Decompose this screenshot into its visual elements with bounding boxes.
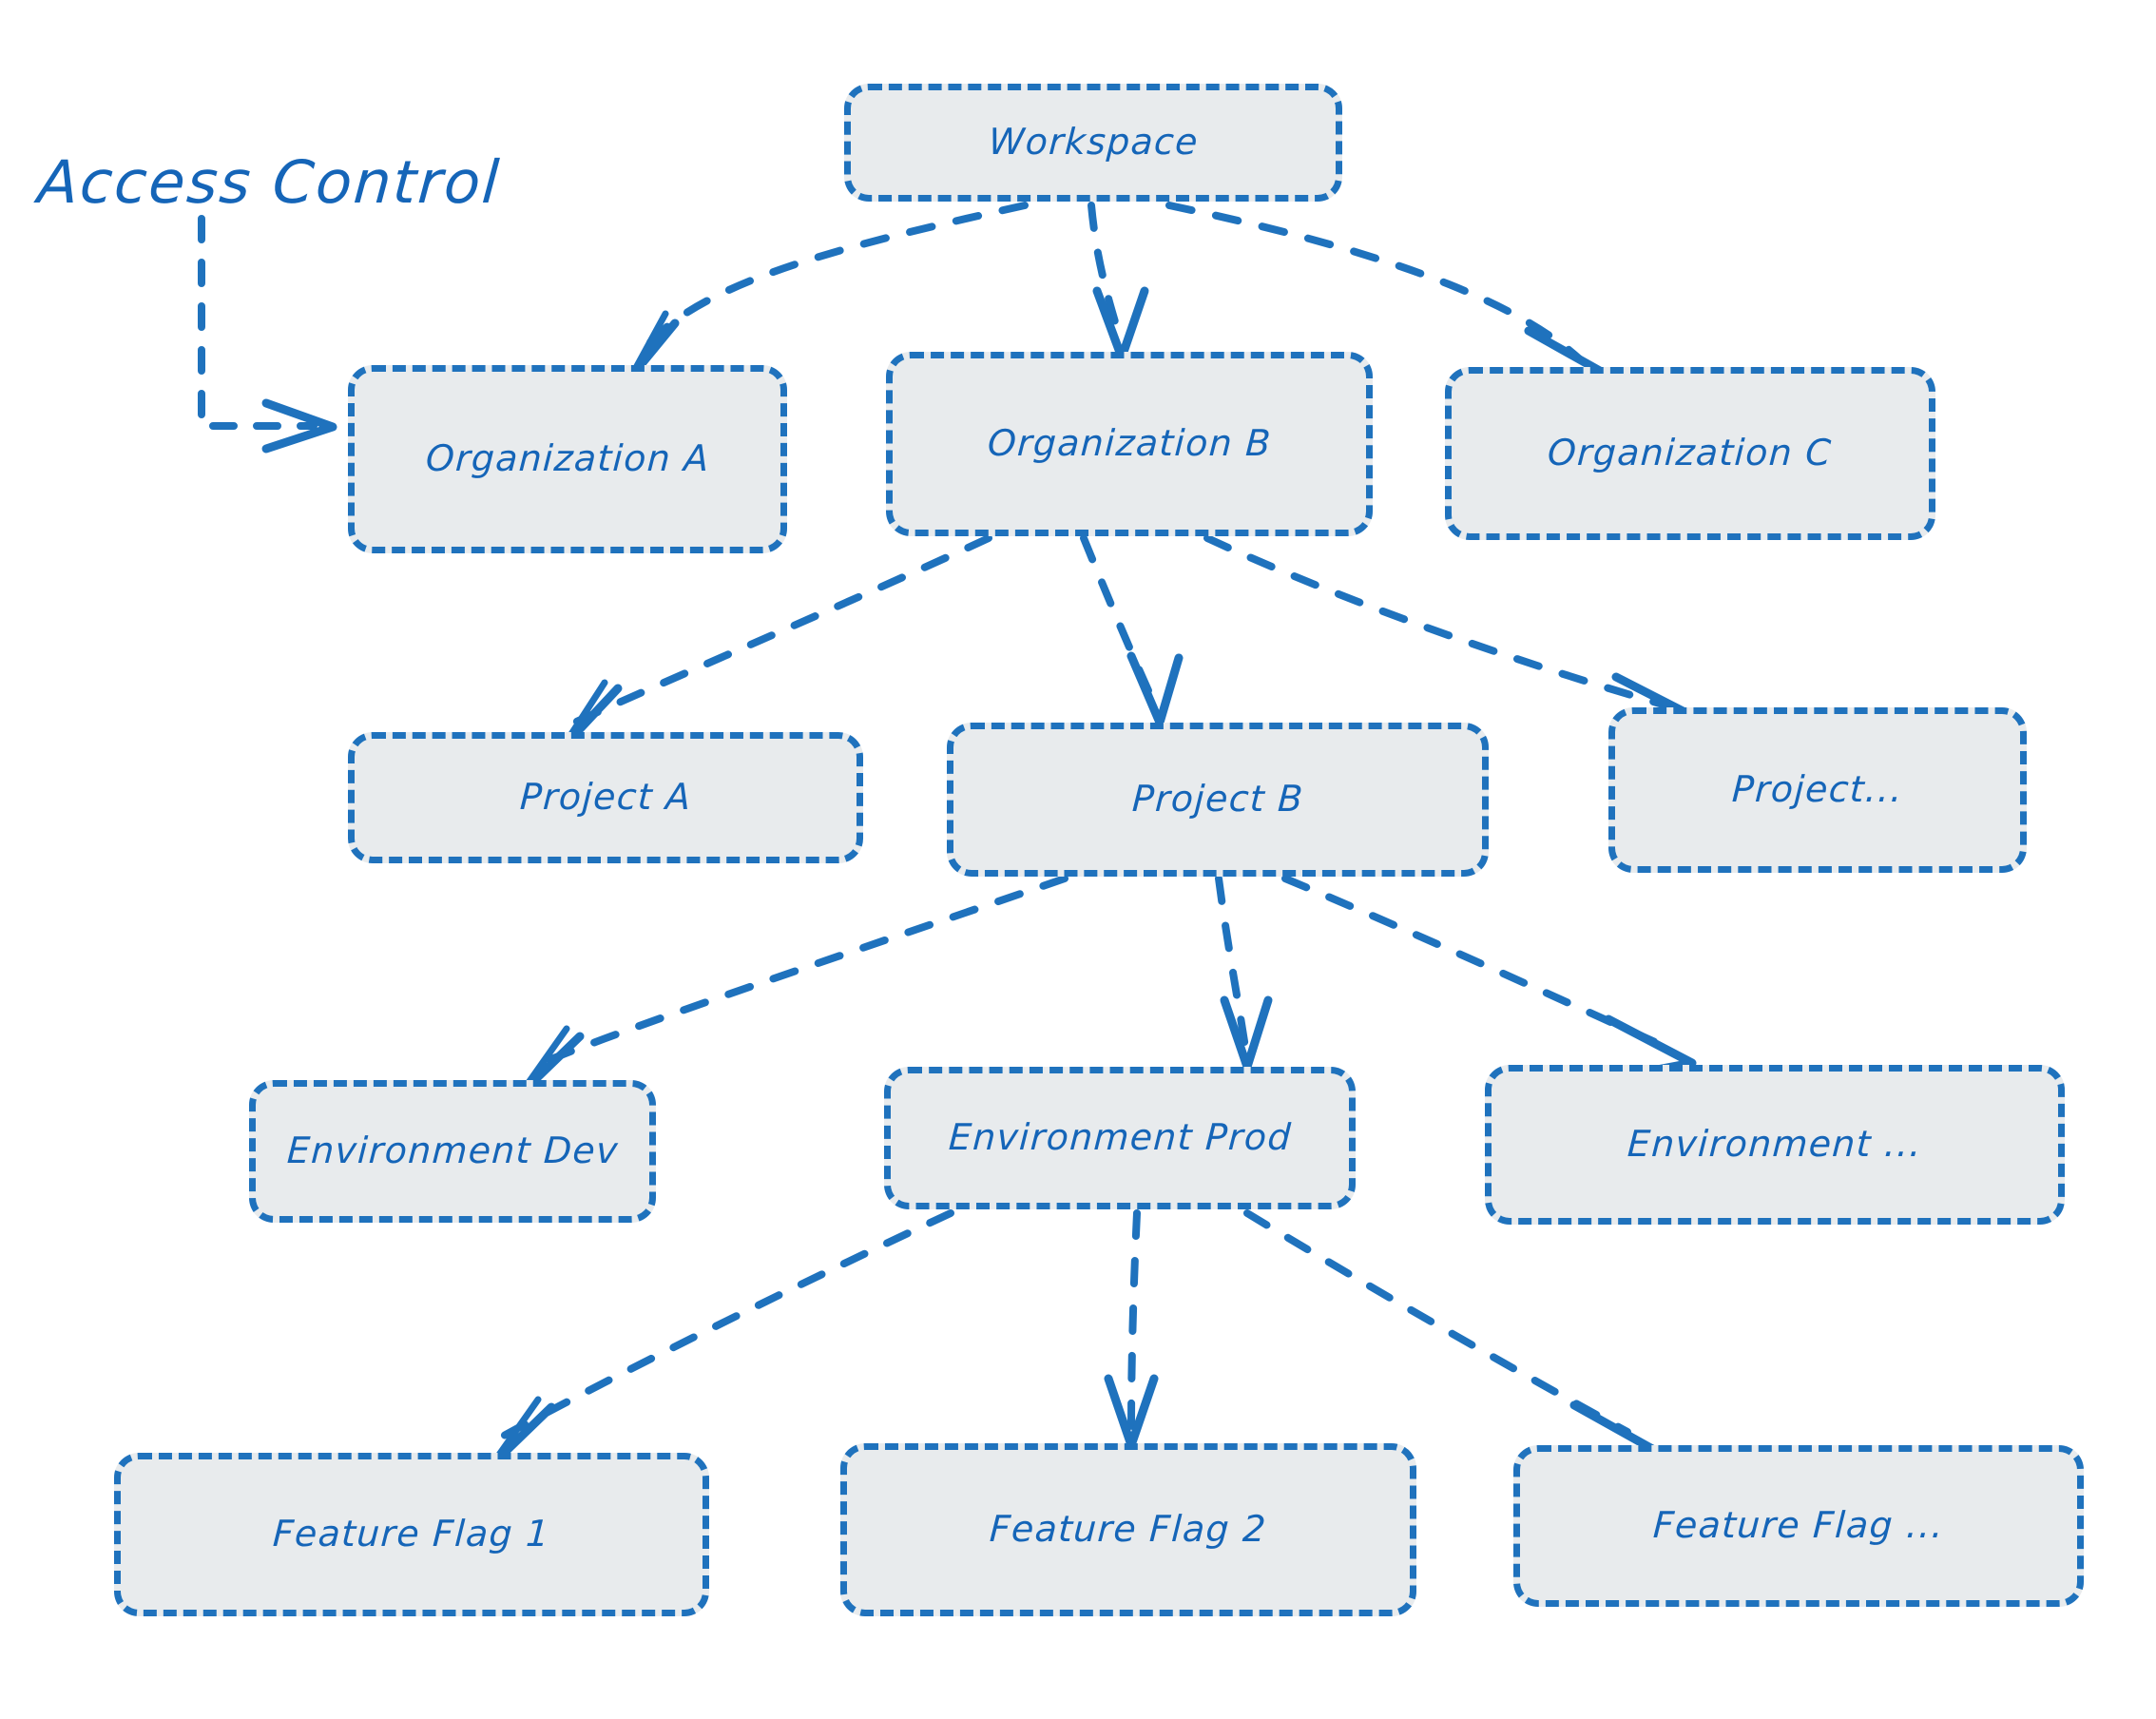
node-feature-flag-1-label: Feature Flag 1 [272, 1513, 551, 1555]
node-project-b[interactable]: Project B [947, 723, 1489, 877]
node-organization-c-label: Organization C [1547, 432, 1834, 474]
edge-organization-b-to-project-b [1080, 534, 1184, 727]
node-project-b-label: Project B [1130, 778, 1305, 821]
node-project-more[interactable]: Project... [1608, 707, 2027, 873]
node-organization-a[interactable]: Organization A [348, 365, 787, 553]
edge-organization-b-to-project-etc [1203, 534, 1706, 739]
node-feature-flag-more[interactable]: Feature Flag ... [1513, 1445, 2084, 1607]
edge-organization-b-to-project-a [558, 534, 992, 756]
edge-access-control-to-organization-a [198, 215, 337, 454]
edge-project-b-to-environment-prod [1215, 875, 1273, 1072]
edge-project-b-to-environment-etc [1281, 875, 1697, 1081]
node-project-a-label: Project A [518, 776, 693, 819]
node-environment-dev-label: Environment Dev [285, 1130, 620, 1172]
node-feature-flag-more-label: Feature Flag ... [1651, 1504, 1946, 1547]
node-organization-b[interactable]: Organization B [886, 352, 1373, 536]
node-project-a[interactable]: Project A [348, 732, 863, 863]
node-workspace-label: Workspace [987, 121, 1200, 164]
node-project-more-label: Project... [1731, 768, 1905, 811]
edge-workspace-to-organization-b [1088, 202, 1149, 362]
edge-environment-prod-to-feature-flag-2 [1104, 1209, 1159, 1450]
node-feature-flag-2[interactable]: Feature Flag 2 [840, 1443, 1416, 1616]
edge-environment-prod-to-feature-flag-etc [1243, 1209, 1661, 1469]
node-environment-prod[interactable]: Environment Prod [884, 1067, 1356, 1209]
node-organization-a-label: Organization A [424, 437, 711, 480]
node-feature-flag-1[interactable]: Feature Flag 1 [114, 1453, 709, 1616]
access-control-annotation: Access Control [35, 147, 504, 217]
node-environment-more-label: Environment ... [1626, 1123, 1924, 1166]
node-environment-dev[interactable]: Environment Dev [249, 1080, 656, 1223]
node-environment-more[interactable]: Environment ... [1485, 1065, 2065, 1225]
node-environment-prod-label: Environment Prod [947, 1116, 1293, 1159]
node-workspace[interactable]: Workspace [844, 84, 1342, 202]
node-organization-c[interactable]: Organization C [1445, 367, 1935, 540]
edge-environment-prod-to-feature-flag-1 [488, 1209, 954, 1475]
node-organization-b-label: Organization B [986, 422, 1273, 465]
node-feature-flag-2-label: Feature Flag 2 [989, 1508, 1268, 1551]
